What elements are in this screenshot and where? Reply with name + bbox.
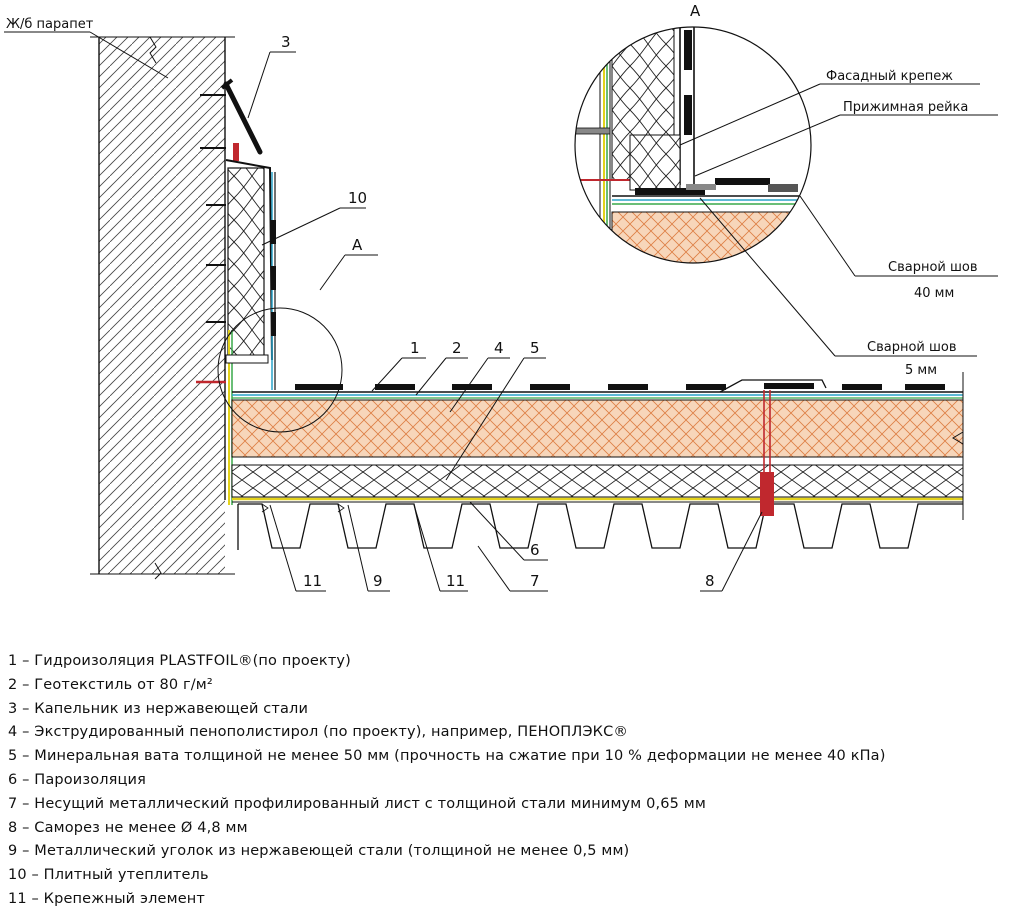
legend-item-1: 1 – Гидроизоляция PLASTFOIL®(по проекту)	[8, 653, 351, 669]
callout-11-left: 11	[303, 572, 322, 590]
callout-6: 6	[530, 541, 540, 559]
parapet-label-text: Ж/б парапет	[6, 17, 94, 32]
facade-fastener-label: Фасадный крепеж	[826, 69, 953, 84]
parapet-label: Ж/б парапет	[4, 17, 169, 79]
profiled-steel-deck	[237, 503, 963, 550]
callout-11-right: 11	[446, 572, 465, 590]
legend-item-6: 6 – Пароизоляция	[8, 771, 146, 788]
callout-4: 4	[494, 339, 504, 357]
callout-10: 10	[348, 189, 367, 207]
legend-item-2: 2 – Геотекстиль от 80 г/м²	[8, 676, 213, 693]
callout-8: 8	[705, 572, 715, 590]
callout-9: 9	[373, 572, 383, 590]
callouts: 3 10 1 2 4 5 6 7 8 11	[247, 33, 763, 592]
weld-40-label-line2: 40 мм	[914, 286, 954, 301]
legend-item-9: 9 – Металлический уголок из нержавеющей …	[8, 843, 630, 860]
callout-1: 1	[410, 339, 420, 357]
membrane-strips	[295, 383, 945, 390]
callout-7: 7	[530, 572, 540, 590]
detail-a-circle: А	[217, 236, 378, 433]
legend-item-7: 7 – Несущий металлический профилированны…	[8, 795, 706, 812]
legend: 1 – Гидроизоляция PLASTFOIL®(по проекту)…	[8, 650, 1020, 912]
legend-item-4: 4 – Экструдированный пенополистирол (по …	[8, 724, 629, 741]
zoom-annotations: Фасадный крепеж Прижимная рейка Сварной …	[679, 69, 998, 378]
detail-a-mark: А	[352, 236, 363, 254]
weld-5-label-line2: 5 мм	[905, 363, 937, 378]
clamp-rail-label: Прижимная рейка	[843, 100, 968, 115]
legend-item-8: 8 – Саморез не менее Ø 4,8 мм	[8, 819, 248, 836]
legend-item-5: 5 – Минеральная вата толщиной не менее 5…	[8, 748, 886, 765]
legend-item-10: 10 – Плитный утеплитель	[8, 867, 209, 884]
drip-edge	[200, 78, 263, 323]
self-tapping-screw	[760, 390, 774, 516]
zoom-detail-a-mark: А	[690, 2, 701, 20]
zoom-detail-a: А	[574, 2, 812, 264]
legend-item-3: 3 – Капельник из нержавеющей стали	[8, 700, 309, 717]
legend-item-11: 11 – Крепежный элемент	[8, 890, 205, 907]
callout-2: 2	[452, 339, 462, 357]
weld-40-label-line1: Сварной шов	[888, 260, 978, 275]
board-insulation-vertical	[196, 159, 276, 505]
concrete-parapet	[90, 36, 235, 580]
callout-3: 3	[281, 33, 291, 51]
roof-layers	[231, 372, 964, 520]
weld-5-label-line1: Сварной шов	[867, 340, 957, 355]
callout-5: 5	[530, 339, 540, 357]
